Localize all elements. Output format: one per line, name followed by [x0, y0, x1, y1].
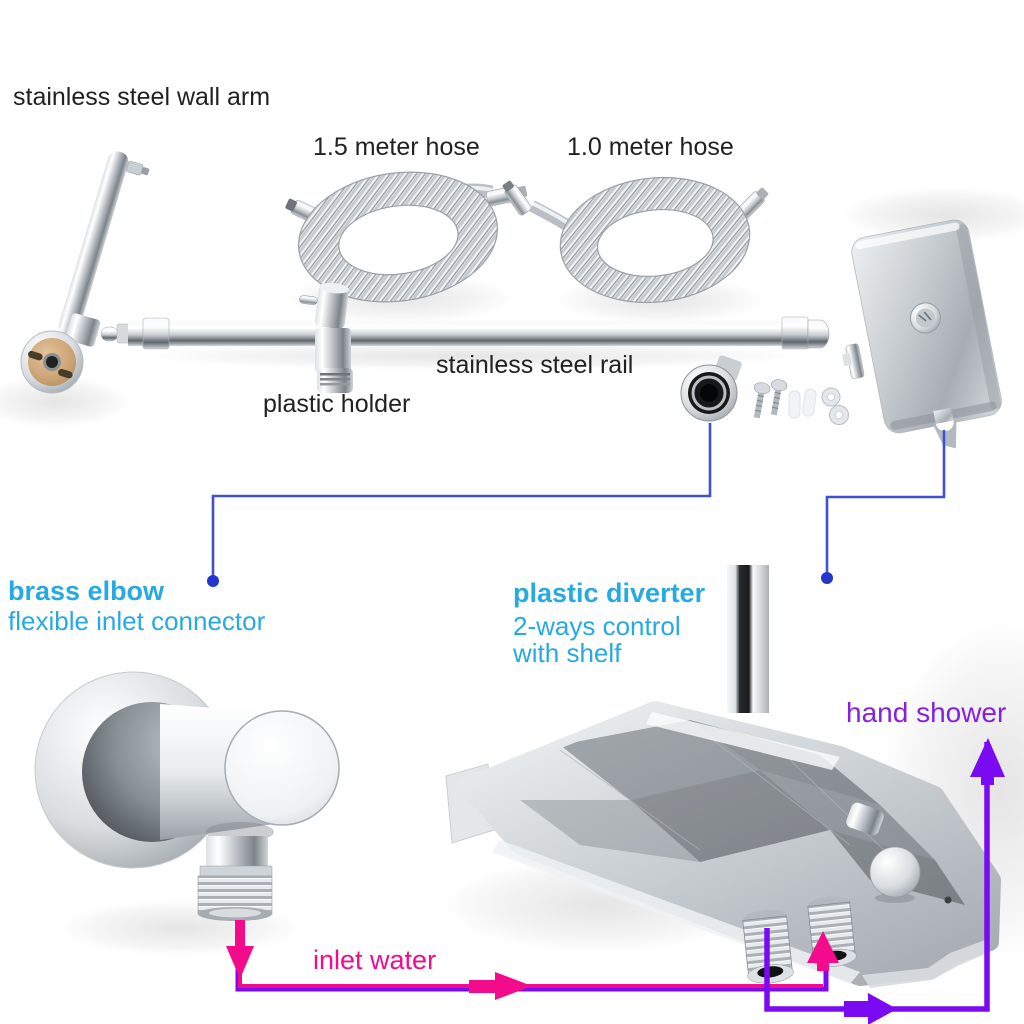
label-rail: stainless steel rail: [436, 351, 634, 379]
label-diverter-line1: 2-ways control: [513, 611, 681, 641]
label-brass-elbow-sub: flexible inlet connector: [8, 606, 266, 636]
wall-arm-photo: [20, 151, 150, 394]
shelf-plate-photo: [842, 219, 1002, 449]
rail-photo: [100, 316, 830, 350]
dot-icon: [821, 572, 833, 584]
label-hand-shower: hand shower: [846, 697, 1007, 728]
label-diverter-title: plastic diverter: [513, 578, 706, 608]
mounting-screws-photo: [753, 379, 817, 419]
shelf-connector-line: [821, 430, 946, 584]
label-hose-1-5m: 1.5 meter hose: [313, 133, 480, 161]
washers-photo: [821, 387, 849, 425]
label-hose-1-0m: 1.0 meter hose: [567, 133, 734, 161]
inlet-water-flow-arrow: [226, 920, 839, 1000]
label-diverter-line2: with shelf: [513, 638, 622, 668]
arrow-up-icon: [817, 960, 829, 971]
hose-1-0m-photo: [502, 176, 769, 304]
holder-photo: [299, 282, 353, 393]
label-holder: plastic holder: [263, 390, 411, 418]
arrow-right-icon: [844, 1001, 868, 1017]
hose-1-5m-photo: [285, 171, 528, 303]
arrow-down-icon: [235, 920, 245, 948]
label-brass-elbow-title: brass elbow: [8, 576, 165, 606]
elbow-fitting-photo: [680, 355, 742, 422]
hand-shower-flow-arrow: [764, 738, 1005, 1024]
elbow-connector-line: [207, 423, 712, 587]
dot-icon: [207, 575, 219, 587]
label-wall-arm: stainless steel wall arm: [13, 83, 271, 111]
brass-elbow-photo: [34, 671, 340, 921]
arrow-right-icon: [469, 980, 495, 993]
label-inlet-water: inlet water: [313, 945, 437, 975]
